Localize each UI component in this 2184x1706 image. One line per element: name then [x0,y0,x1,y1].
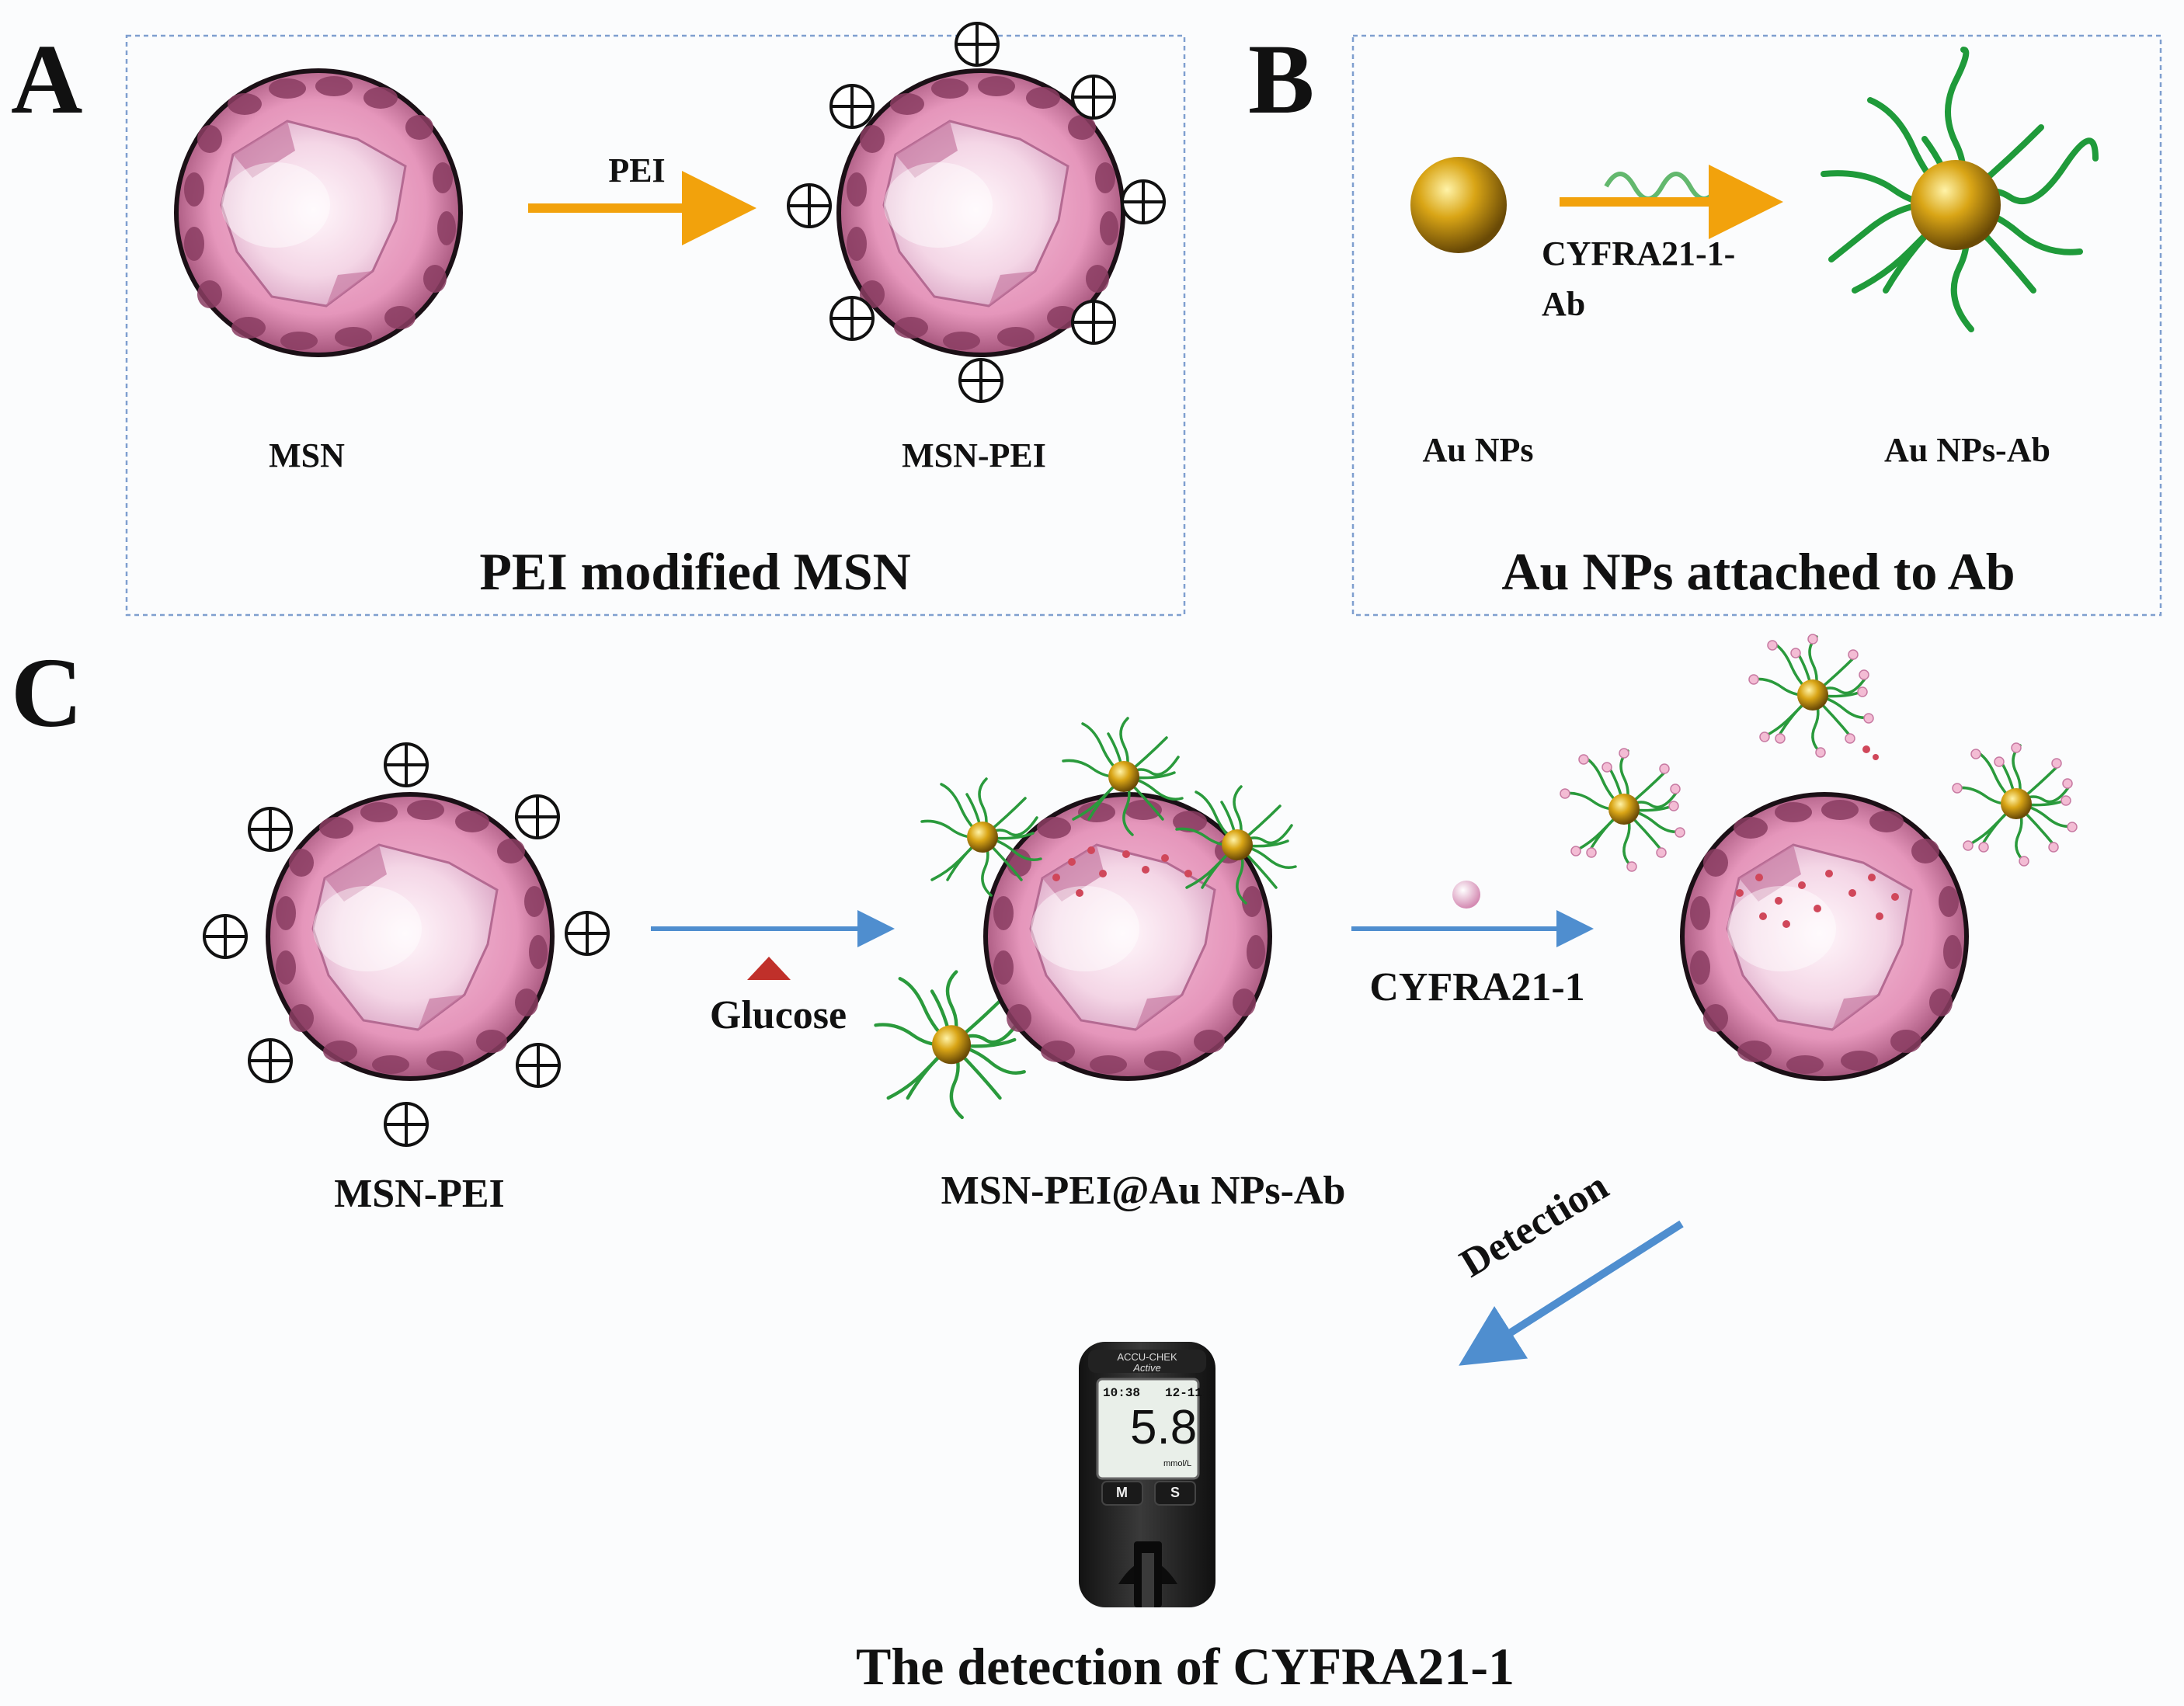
meter-reading: 5.8 [1130,1401,1198,1454]
positive-charge-icon [248,807,293,852]
positive-charge-icon [516,1043,561,1088]
positive-charge-icon [958,358,1003,403]
positive-charge-icon [1121,179,1166,224]
detection-arrow [1459,1220,1684,1366]
cyfra21-1-antigen-icon [1452,881,1480,909]
positive-charge-icon [787,183,832,228]
positive-charge-icon [565,911,610,956]
meter-screen [1096,1378,1200,1480]
meter-date: 12-11 [1165,1386,1203,1400]
msn-pei-step-label: MSN-PEI [334,1172,505,1216]
panel-b-border [1351,34,2162,617]
au-nps-label: Au NPs [1422,431,1534,469]
positive-charge-icon [248,1038,293,1083]
detection-caption: The detection of CYFRA21-1 [856,1637,1515,1696]
msn-label: MSN [269,436,345,474]
positive-charge-icon [203,914,248,959]
meter-unit: mmol/L [1163,1459,1192,1468]
antibody-coated-gold-nanoparticle [1824,50,2095,329]
bound-antibody-nanoparticle [1953,743,2077,866]
meter-m-button: M [1116,1485,1128,1500]
bound-antibody-nanoparticle [1749,634,1873,757]
panel-a-letter: A [11,24,83,134]
positive-charge-icon [384,1102,429,1147]
glucose-label: Glucose [709,993,847,1037]
antibody-icon [1604,172,1720,201]
msn-pei-particle [787,22,1166,403]
positive-charge-icon [1071,75,1116,120]
gold-nanoparticle [1410,157,1507,253]
positive-charge-icon [384,742,429,787]
msn-pei-particle-step1 [203,742,610,1147]
msn-pei-au-nps-ab-label: MSN-PEI@Au NPs-Ab [941,1169,1346,1213]
panel-b-letter: B [1248,24,1315,134]
panel-c-letter: C [11,638,83,748]
msn-after-release-particle [1560,634,2077,1082]
au-nps-ab-label: Au NPs-Ab [1884,431,2050,469]
antibody-arrow-label-line2: Ab [1542,285,1586,323]
positive-charge-icon [829,296,875,341]
glucose-icon [747,957,791,980]
positive-charge-icon [1071,300,1116,345]
msn-pei-label: MSN-PEI [902,436,1046,474]
meter-time: 10:38 [1103,1386,1141,1400]
panel-a-caption: PEI modified MSN [479,542,911,601]
panel-a-border [125,34,1186,617]
glucose-meter [1079,1342,1215,1607]
panel-b-caption: Au NPs attached to Ab [1501,542,2015,601]
antibody-arrow-label-line1: CYFRA21-1- [1542,235,1736,273]
meter-s-button: S [1170,1485,1181,1500]
pei-arrow-label: PEI [608,151,666,189]
positive-charge-icon [955,22,1000,67]
msn-pei-au-nps-ab-particle [920,717,1297,1082]
cyfra21-1-arrow-label: CYFRA21-1 [1369,965,1585,1009]
positive-charge-icon [829,84,875,129]
bound-antibody-nanoparticle [1560,749,1685,871]
msn-particle [172,67,464,359]
positive-charge-icon [515,794,560,839]
